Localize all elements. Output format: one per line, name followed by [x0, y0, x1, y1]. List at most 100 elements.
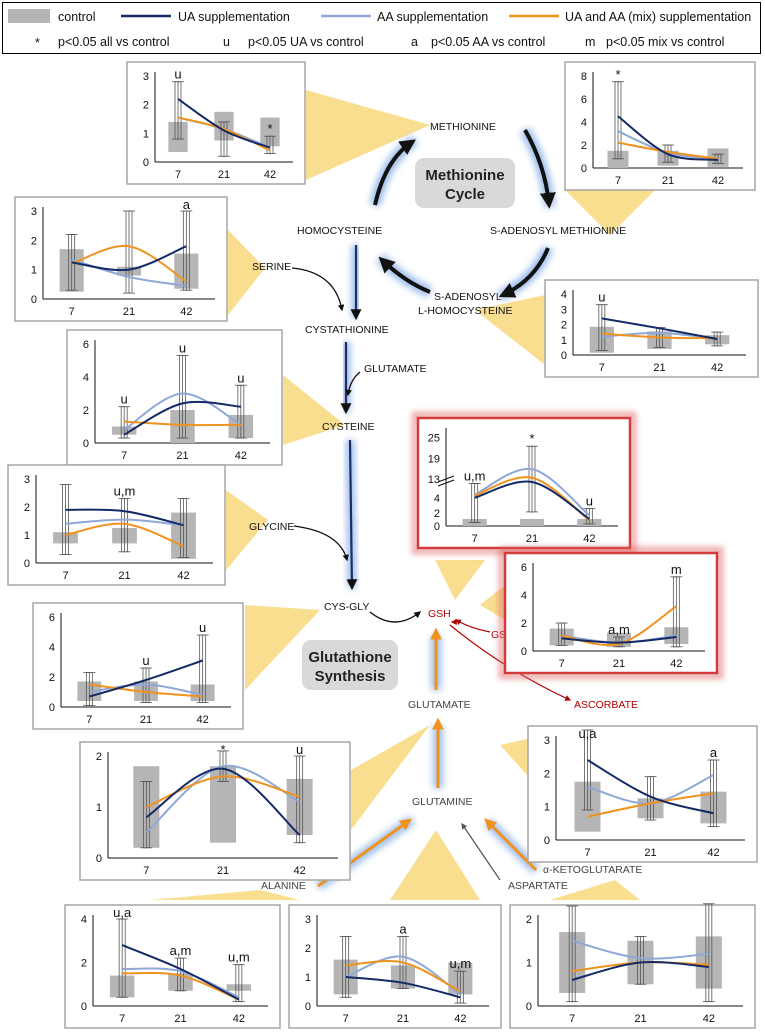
- significance-label: a: [183, 197, 191, 212]
- y-tick-label: 4: [434, 493, 440, 505]
- series-line-ua: [561, 636, 677, 644]
- methionine-cycle-box: [415, 158, 515, 208]
- x-tick-label: 21: [634, 1013, 646, 1025]
- series-line-ua: [601, 317, 718, 340]
- x-tick-label: 21: [653, 362, 665, 374]
- y-tick-label: 1: [31, 265, 37, 277]
- significance-label: *: [529, 431, 534, 446]
- y-tick-label: 4: [49, 642, 55, 654]
- legend-sig-mix: p<0.05 mix vs control: [606, 35, 724, 49]
- x-tick-label: 7: [559, 658, 565, 670]
- label-glutamine: GLUTAMINE: [412, 796, 472, 808]
- y-tick-label: 19: [428, 453, 440, 465]
- y-tick-label: 0: [49, 702, 55, 714]
- x-tick-label: 42: [264, 169, 276, 181]
- significance-label: m: [671, 562, 682, 577]
- legend-sig-ua-symbol: u: [223, 35, 230, 49]
- significance-label: u: [598, 290, 605, 305]
- series-line-aa: [65, 518, 184, 527]
- chart-frame: [66, 329, 283, 466]
- y-tick-label: 0: [81, 1001, 87, 1013]
- series-line-mix: [177, 116, 271, 152]
- y-tick-label: 6: [83, 339, 89, 351]
- significance-label: *: [615, 67, 620, 82]
- y-tick-label: 0: [24, 558, 30, 570]
- x-tick-label: 7: [62, 570, 68, 582]
- series-line-ua: [123, 400, 241, 436]
- x-tick-label: 7: [121, 450, 127, 462]
- significance-label: u,m: [114, 484, 136, 499]
- label-gsh: GSH: [428, 608, 451, 620]
- y-tick-label: 8: [581, 71, 587, 83]
- y-tick-label: 1: [305, 972, 311, 984]
- x-tick-label: 42: [707, 847, 719, 859]
- y-tick-label: 1: [526, 958, 532, 970]
- y-tick-label: 1: [561, 335, 567, 347]
- x-tick-label: 42: [583, 533, 595, 545]
- series-line-mix: [587, 792, 714, 818]
- label-homocysteine: HOMOCYSTEINE: [297, 225, 382, 237]
- legend-sig-all: p<0.05 all vs control: [58, 35, 170, 49]
- label-sam: S-ADENOSYL METHIONINE: [490, 225, 626, 237]
- series-line-ua: [121, 944, 240, 1001]
- glutathione-box: [302, 640, 398, 690]
- y-tick-label: 3: [561, 304, 567, 316]
- chart-frame: [416, 416, 632, 550]
- series-line-aa: [123, 392, 242, 431]
- chart-frame: [544, 279, 759, 378]
- x-tick-label: 42: [670, 658, 682, 670]
- y-tick-label: 6: [581, 94, 587, 106]
- x-tick-label: 7: [69, 306, 75, 318]
- label-methionine: METHIONINE: [430, 121, 496, 133]
- series-line-mix: [617, 141, 719, 160]
- y-tick-label: 0: [31, 294, 37, 306]
- x-tick-label: 7: [584, 847, 590, 859]
- y-tick-label: 13: [428, 474, 440, 486]
- series-line-ua: [177, 98, 271, 149]
- y-tick-label: 4: [581, 117, 587, 129]
- series-line-mix: [345, 960, 461, 993]
- significance-label: u,m: [464, 468, 486, 483]
- series-line-mix: [89, 683, 203, 698]
- y-tick-label: 2: [31, 235, 37, 247]
- label-aspartate: ASPARTATE: [508, 880, 568, 892]
- x-tick-label: 7: [615, 175, 621, 187]
- legend-ua-label: UA supplementation: [178, 10, 290, 24]
- y-tick-label: 1: [24, 530, 30, 542]
- y-tick-label: 2: [526, 914, 532, 926]
- x-tick-label: 42: [233, 1013, 245, 1025]
- y-tick-label: 0: [581, 163, 587, 175]
- legend-mix-label: UA and AA (mix) supplementation: [565, 10, 751, 24]
- glutathione-title-1: Glutathione: [308, 649, 391, 666]
- y-tick-label: 2: [305, 943, 311, 955]
- y-tick-label: 0: [83, 438, 89, 450]
- x-tick-label: 21: [644, 847, 656, 859]
- y-tick-label: 3: [31, 206, 37, 218]
- series-line-mix: [124, 420, 241, 427]
- x-tick-label: 7: [175, 169, 181, 181]
- x-tick-label: 7: [119, 1013, 125, 1025]
- legend-aa-label: AA supplementation: [377, 10, 488, 24]
- x-tick-label: 21: [397, 1013, 409, 1025]
- beam-methionine: [306, 90, 430, 180]
- significance-label: u: [121, 392, 128, 407]
- legend: control UA supplementation AA supplement…: [2, 2, 761, 54]
- label-alanine: ALANINE: [261, 880, 306, 892]
- x-tick-label: 42: [712, 175, 724, 187]
- y-tick-label: 2: [83, 405, 89, 417]
- beam-alanine: [150, 890, 300, 900]
- x-tick-label: 42: [454, 1013, 466, 1025]
- label-glutamate-b: GLUTAMATE: [408, 699, 471, 711]
- significance-label: a,m: [170, 943, 192, 958]
- y-tick-label: 0: [96, 853, 102, 865]
- label-glutamate-a: GLUTAMATE: [364, 363, 427, 375]
- y-tick-label: 4: [83, 372, 89, 384]
- series-line-mix: [65, 522, 184, 548]
